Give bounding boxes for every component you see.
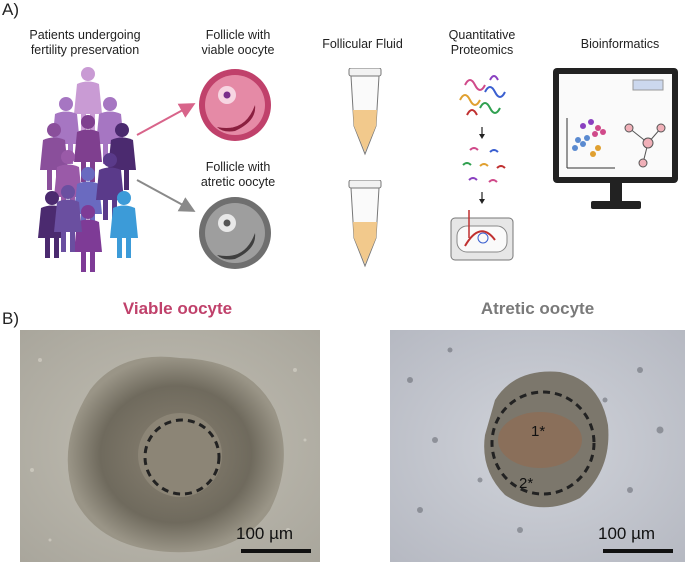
atretic-follicle-heading: Follicle with atretic oocyte xyxy=(200,160,276,189)
scale-label-left: 100 µm xyxy=(236,524,294,543)
scale-bar-left xyxy=(241,549,311,553)
marker-2: 2* xyxy=(519,475,534,492)
viable-oocyte-title: Viable oocyte xyxy=(122,299,233,318)
viable-follicle-icon xyxy=(199,69,271,141)
patients-heading: Patients undergoing fertility preservati… xyxy=(29,28,141,57)
selection-arrows xyxy=(136,103,196,212)
viable-oocyte-outline xyxy=(143,418,221,496)
scale-label-right: 100 µm xyxy=(598,524,656,543)
atretic-arrow xyxy=(136,179,196,212)
fluid-tube-atretic-icon xyxy=(348,180,382,268)
atretic-oocyte-micrograph: 1* 2* 100 µm xyxy=(390,330,685,562)
atretic-oocyte-outline xyxy=(490,390,596,496)
panel-b-label: B) xyxy=(2,309,19,328)
panel-a-label: A) xyxy=(2,0,19,19)
proteomics-workflow-icon xyxy=(450,75,514,261)
viable-oocyte-micrograph: 100 µm xyxy=(20,330,320,562)
fluid-heading: Follicular Fluid xyxy=(322,37,403,51)
marker-1: 1* xyxy=(531,423,546,440)
viable-arrow xyxy=(136,103,196,136)
scale-bar-right xyxy=(603,549,673,553)
patients-illustration xyxy=(38,67,138,272)
viable-follicle-heading: Follicle with viable oocyte xyxy=(201,28,275,57)
fluid-tube-viable-icon xyxy=(348,68,382,156)
atretic-oocyte-title: Atretic oocyte xyxy=(480,299,595,318)
proteomics-heading: Quantitative Proteomics xyxy=(448,28,516,57)
atretic-follicle-icon xyxy=(199,197,271,269)
bioinformatics-monitor-icon xyxy=(553,68,678,209)
bioinformatics-heading: Bioinformatics xyxy=(580,37,660,51)
